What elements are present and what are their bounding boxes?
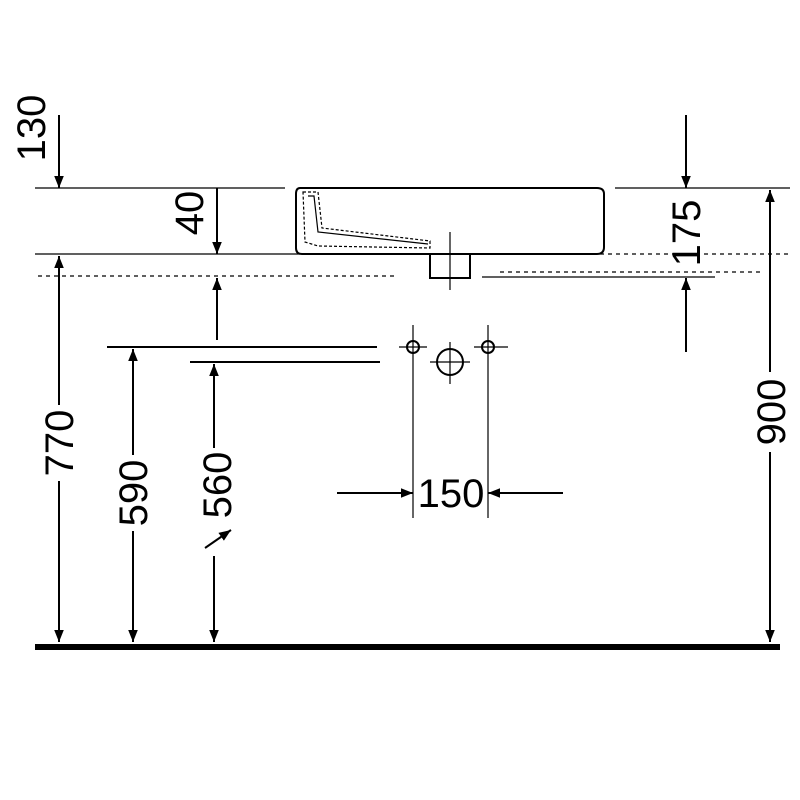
cold-water-connection (474, 325, 508, 518)
dim-900: 900 (750, 190, 794, 642)
dim-40: 40 (168, 188, 222, 340)
top-reference-lines (35, 187, 790, 278)
dim-150: 150 (337, 472, 563, 516)
dim-770: 770 (38, 256, 82, 642)
dim-150-label: 150 (418, 472, 485, 516)
dim-130: 130 (10, 95, 64, 188)
dim-590-label: 590 (112, 460, 156, 527)
dim-175-label: 175 (665, 200, 709, 267)
dim-770-label: 770 (38, 410, 82, 477)
dim-40-label: 40 (168, 191, 212, 236)
washbasin-section (295, 187, 605, 290)
supply-and-drain-connections (107, 325, 508, 518)
dim-560: 560 (196, 364, 240, 642)
drain-connection (430, 342, 470, 384)
dim-130-label: 130 (10, 95, 54, 162)
hot-water-connection (399, 325, 427, 518)
dim-900-label: 900 (750, 379, 794, 446)
dim-175: 175 (665, 115, 709, 352)
dim-590: 590 (112, 349, 156, 642)
reference-arrow (204, 529, 232, 549)
dim-560-label: 560 (196, 452, 240, 519)
floor-line (35, 644, 780, 650)
